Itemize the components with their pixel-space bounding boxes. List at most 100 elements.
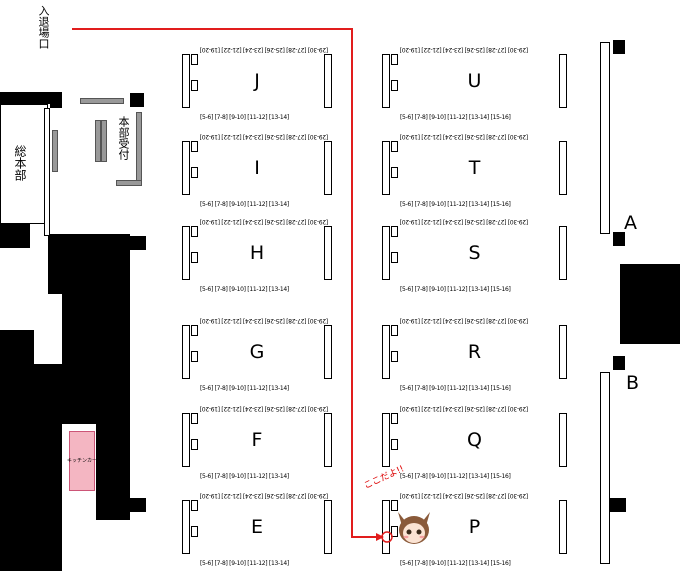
wall-block <box>610 498 626 512</box>
block-letter: Q <box>467 429 482 451</box>
booth-block-q: Q[29-30] [27-28] [25-26] [23-24] [21-22]… <box>382 405 567 481</box>
booth-block-u: U[29-30] [27-28] [25-26] [23-24] [21-22]… <box>382 46 567 122</box>
kitchen-label: キッチンカー <box>67 458 98 464</box>
booth-side-left <box>382 141 390 195</box>
booth-side-right <box>559 500 567 554</box>
booth-side-left <box>382 226 390 280</box>
booth-tick <box>391 439 398 450</box>
kitchen-car: キッチンカー <box>67 431 98 491</box>
booth-row-bottom: [5-6] [7-8] [9-10] [11-12] [13-14] <box>200 560 289 567</box>
booth-side-right <box>324 54 332 108</box>
booth-block-e: E[29-30] [27-28] [25-26] [23-24] [21-22]… <box>182 492 332 568</box>
wall-block <box>613 232 625 246</box>
booth-side-left <box>382 413 390 467</box>
wall-block <box>50 92 62 108</box>
booth-tick <box>391 413 398 424</box>
block-letter: G <box>249 341 265 363</box>
booth-block-j: J[29-30] [27-28] [25-26] [23-24] [21-22]… <box>182 46 332 122</box>
booth-tick <box>391 80 398 91</box>
booth-side-right <box>559 226 567 280</box>
booth-row-bottom: [5-6] [7-8] [9-10] [11-12] [13-14] [15-1… <box>400 385 511 392</box>
booth-row-bottom: [5-6] [7-8] [9-10] [11-12] [13-14] [15-1… <box>400 560 511 567</box>
booth-side-left <box>382 325 390 379</box>
reception-table <box>116 180 142 186</box>
wall-block <box>613 40 625 54</box>
block-letter: P <box>468 516 481 538</box>
booth-tick <box>191 500 198 511</box>
block-letter: S <box>468 242 481 264</box>
booth-row-bottom: [5-6] [7-8] [9-10] [11-12] [13-14] <box>200 385 289 392</box>
booth-side-right <box>559 54 567 108</box>
booth-block-p: P[29-30] [27-28] [25-26] [23-24] [21-22]… <box>382 492 567 568</box>
booth-tick <box>191 325 198 336</box>
booth-tick <box>391 526 398 537</box>
booth-tick <box>391 54 398 65</box>
booth-row-bottom: [5-6] [7-8] [9-10] [11-12] [13-14] <box>200 286 289 293</box>
booth-side-left <box>182 54 190 108</box>
booth-tick <box>391 226 398 237</box>
destination-marker <box>381 531 393 543</box>
block-letter: I <box>254 157 260 179</box>
hq-label: 総本部 <box>13 145 27 181</box>
booth-tick <box>391 252 398 263</box>
reception-table <box>95 120 101 162</box>
block-letter: F <box>251 429 263 451</box>
booth-tick <box>391 351 398 362</box>
booth-side-left <box>182 141 190 195</box>
cat-girl-icon <box>398 512 430 544</box>
booth-tick <box>191 141 198 152</box>
booth-side-right <box>559 325 567 379</box>
booth-tick <box>191 167 198 178</box>
booth-side-left <box>382 54 390 108</box>
booth-side-left <box>182 413 190 467</box>
reception-table <box>101 120 107 162</box>
block-letter: R <box>467 341 482 363</box>
booth-row-bottom: [5-6] [7-8] [9-10] [11-12] [13-14] <box>200 473 289 480</box>
booth-row-bottom: [5-6] [7-8] [9-10] [11-12] [13-14] [15-1… <box>400 201 511 208</box>
booth-side-left <box>382 500 390 554</box>
booth-tick <box>191 351 198 362</box>
booth-side-left <box>182 325 190 379</box>
wall-block <box>34 364 130 424</box>
wall-block <box>130 93 144 107</box>
booth-side-left <box>182 500 190 554</box>
booth-tick <box>191 80 198 91</box>
booth-row-bottom: [5-6] [7-8] [9-10] [11-12] [13-14] [15-1… <box>400 473 511 480</box>
booth-tick <box>191 413 198 424</box>
booth-tick <box>391 167 398 178</box>
hall-label-a: A <box>624 212 637 234</box>
booth-tick <box>191 526 198 537</box>
block-letter: T <box>468 157 481 179</box>
hall-label-b: B <box>626 372 640 394</box>
block-letter: E <box>250 516 263 538</box>
booth-tick <box>191 252 198 263</box>
block-letter: J <box>254 70 260 92</box>
wall-block <box>130 498 146 512</box>
hq-partition <box>44 108 50 236</box>
reception-table <box>52 130 58 172</box>
route-path <box>72 28 378 538</box>
wall-block <box>0 222 30 248</box>
booth-block-g: G[29-30] [27-28] [25-26] [23-24] [21-22]… <box>182 317 332 393</box>
booth-tick <box>191 226 198 237</box>
booth-tick <box>391 325 398 336</box>
wall-block <box>620 264 680 344</box>
booth-block-h: H[29-30] [27-28] [25-26] [23-24] [21-22]… <box>182 218 332 294</box>
booth-side-right <box>324 141 332 195</box>
booth-side-right <box>324 325 332 379</box>
booth-side-right <box>324 413 332 467</box>
booth-row-bottom: [5-6] [7-8] [9-10] [11-12] [13-14] <box>200 201 289 208</box>
wall-block <box>62 294 130 364</box>
booth-side-left <box>182 226 190 280</box>
booth-tick <box>191 54 198 65</box>
wall-block <box>613 356 625 370</box>
booth-tick <box>391 500 398 511</box>
booth-block-r: R[29-30] [27-28] [25-26] [23-24] [21-22]… <box>382 317 567 393</box>
booth-tick <box>391 141 398 152</box>
booth-side-right <box>559 413 567 467</box>
entrance-label: 入退場口 <box>37 5 50 49</box>
hq-room: 総本部 <box>0 104 48 224</box>
booth-block-f: F[29-30] [27-28] [25-26] [23-24] [21-22]… <box>182 405 332 481</box>
wall-block <box>0 92 62 104</box>
